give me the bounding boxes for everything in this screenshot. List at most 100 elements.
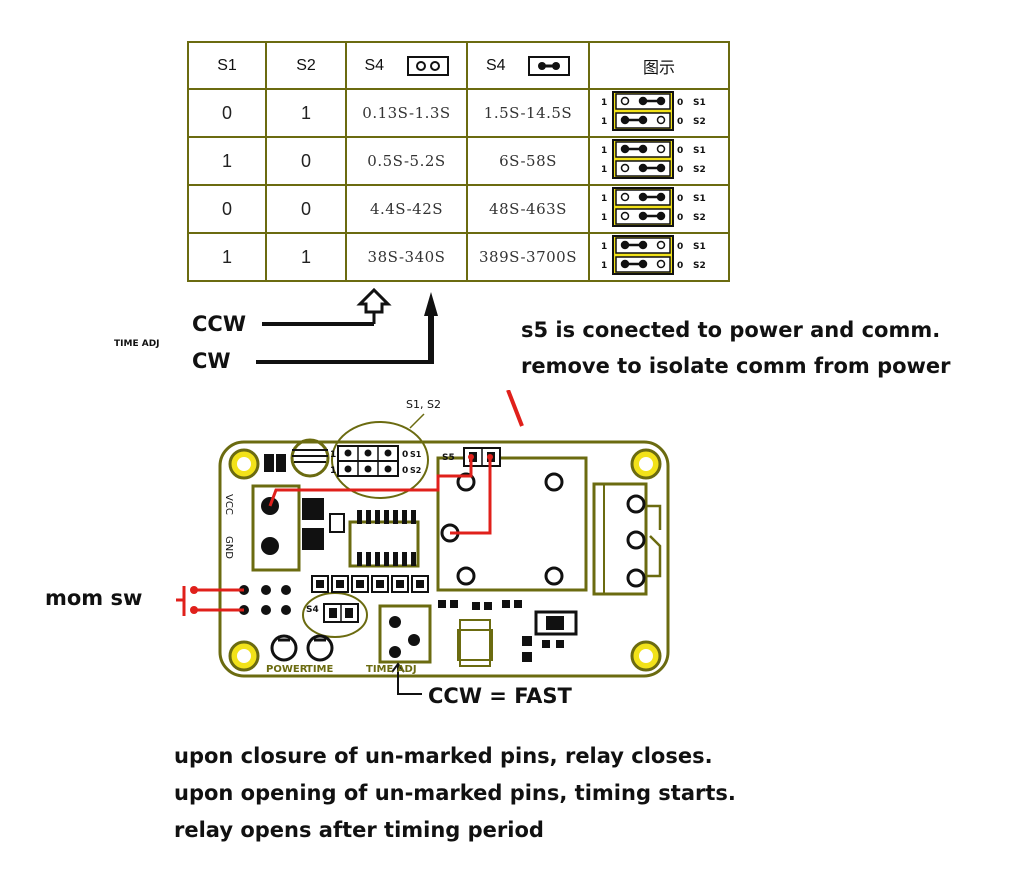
jumper-label-one: 1 bbox=[601, 261, 607, 271]
jumper-label-s2: S2 bbox=[693, 117, 706, 127]
jumper-label-zero: 0 bbox=[677, 146, 683, 156]
cell-time-closed: 389S-3700S bbox=[466, 232, 590, 282]
jumper-label-s1: S1 bbox=[693, 98, 706, 108]
cell-time-closed: 48S-463S bbox=[466, 184, 590, 234]
jumper-label-zero: 0 bbox=[677, 98, 683, 108]
jumper-label-one: 1 bbox=[601, 242, 607, 252]
solid-arrow-icon bbox=[424, 292, 438, 362]
cell-s2: 1 bbox=[265, 88, 347, 138]
cell-s2: 0 bbox=[265, 136, 347, 186]
board-gnd-label: GND bbox=[223, 536, 234, 559]
s5-pointer-line bbox=[506, 390, 524, 427]
board-jumper-s1: S1 bbox=[410, 450, 422, 459]
resistor-array bbox=[357, 510, 416, 566]
jumper-label-one: 1 bbox=[601, 213, 607, 223]
cell-s2: 0 bbox=[265, 184, 347, 234]
mom-sw-label: mom sw bbox=[45, 586, 143, 610]
cell-s2: 1 bbox=[265, 232, 347, 282]
time-adj-label: TIME ADJ bbox=[114, 339, 160, 349]
s5-note-line1: s5 is conected to power and comm. bbox=[521, 318, 941, 342]
board-jumper-one-s1: 1 bbox=[330, 450, 336, 460]
s4-jumper bbox=[323, 603, 359, 623]
s1-s2-jumper-block bbox=[337, 445, 399, 477]
jumper-label-zero: 0 bbox=[677, 261, 683, 271]
jumper-label-zero: 0 bbox=[677, 242, 683, 252]
header-s1: S1 bbox=[187, 41, 267, 90]
header-s2: S2 bbox=[265, 41, 347, 90]
jumper-label-zero: 0 bbox=[677, 213, 683, 223]
jumper-label-zero: 0 bbox=[677, 117, 683, 127]
ccw-fast-label: CCW = FAST bbox=[428, 684, 572, 708]
table-header-row: S1 S2 S4 S4 图示 bbox=[187, 41, 729, 90]
s5-note-line2: remove to isolate comm from power bbox=[521, 354, 951, 378]
board-jumper-zero-s1: 0 bbox=[402, 450, 408, 460]
footer-note-1: upon closure of un-marked pins, relay cl… bbox=[174, 744, 713, 768]
s1-s2-highlight bbox=[331, 421, 429, 499]
momentary-switch-pads bbox=[239, 585, 291, 615]
jumper-label-one: 1 bbox=[601, 98, 607, 108]
jumper-label-zero: 0 bbox=[677, 194, 683, 204]
cell-s1: 0 bbox=[187, 88, 267, 138]
cell-time-open: 0.13S-1.3S bbox=[345, 88, 468, 138]
jumper-label-one: 1 bbox=[601, 146, 607, 156]
power-terminal-block bbox=[251, 484, 301, 572]
jumper-label-one: 1 bbox=[601, 117, 607, 127]
board-s4-label: S4 bbox=[306, 605, 319, 615]
header-s4-closed: S4 bbox=[466, 41, 590, 90]
cell-time-closed: 6S-58S bbox=[466, 136, 590, 186]
mounting-holes bbox=[228, 448, 662, 672]
cell-s1: 1 bbox=[187, 136, 267, 186]
jumper-closed-icon bbox=[528, 55, 571, 76]
cell-time-open: 0.5S-5.2S bbox=[345, 136, 468, 186]
ccw-label: CCW bbox=[192, 312, 246, 336]
jumper-label-s1: S1 bbox=[693, 194, 706, 204]
board-s1-s2-label: S1, S2 bbox=[406, 398, 441, 411]
jumper-label-s2: S2 bbox=[693, 261, 706, 271]
s5-wire bbox=[268, 458, 492, 535]
cell-s1: 1 bbox=[187, 232, 267, 282]
board-time-label: TIME bbox=[306, 664, 333, 675]
jumper-label-s1: S1 bbox=[693, 146, 706, 156]
board-power-label: POWER bbox=[266, 664, 308, 675]
board-jumper-one-s2: 1 bbox=[330, 466, 336, 476]
jumper-label-one: 1 bbox=[601, 165, 607, 175]
time-adj-pot bbox=[378, 604, 432, 664]
header-diagram: 图示 bbox=[588, 41, 729, 90]
timing-table: S1 S2 S4 S4 图示 0 1 0.13S-1.3S 1.5S-14.5S… bbox=[187, 41, 730, 282]
board-vcc-label: VCC bbox=[223, 494, 234, 515]
pcb-outline bbox=[218, 440, 670, 678]
capacitor bbox=[292, 449, 328, 463]
footer-note-3: relay opens after timing period bbox=[174, 818, 544, 842]
board-jumper-zero-s2: 0 bbox=[402, 466, 408, 476]
cell-time-open: 4.4S-42S bbox=[345, 184, 468, 234]
jumper-label-s2: S2 bbox=[693, 213, 706, 223]
hollow-arrow-icon bbox=[356, 287, 392, 314]
cell-time-closed: 1.5S-14.5S bbox=[466, 88, 590, 138]
relay-board-diagram: 1 1 0 0 S1 S2 bbox=[176, 390, 670, 695]
footer-note-2: upon opening of un-marked pins, timing s… bbox=[174, 781, 736, 805]
jumper-label-s2: S2 bbox=[693, 165, 706, 175]
cell-s1: 0 bbox=[187, 184, 267, 234]
mom-sw-wire bbox=[176, 586, 244, 616]
cw-label: CW bbox=[192, 349, 231, 373]
board-time-adj-label: TIME ADJ bbox=[366, 664, 417, 675]
pot-direction-lines bbox=[256, 287, 438, 364]
jumper-open-icon bbox=[406, 55, 449, 76]
board-jumper-s2: S2 bbox=[410, 466, 421, 475]
jumper-label-zero: 0 bbox=[677, 165, 683, 175]
header-s4-open: S4 bbox=[345, 41, 468, 90]
jumper-label-s1: S1 bbox=[693, 242, 706, 252]
board-s5-label: S5 bbox=[442, 453, 455, 463]
